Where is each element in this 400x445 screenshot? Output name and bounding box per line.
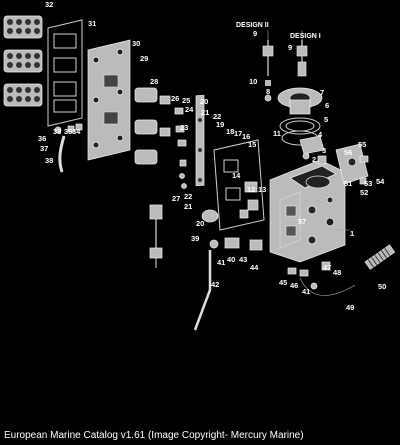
manifold-gasket (213, 139, 265, 231)
part-number: 25 (182, 96, 190, 105)
part-number: 47 (323, 263, 331, 272)
part-number: 53 (364, 179, 372, 188)
part-number: 23 (180, 123, 188, 132)
part-number: 37 (40, 144, 48, 153)
hose-assembly (299, 244, 396, 296)
part-number: 31 (88, 19, 96, 28)
part-number: 56 (344, 148, 352, 157)
part-number: 39 (191, 234, 199, 243)
part-number: 28 (150, 77, 158, 86)
part-number: 5 (324, 115, 328, 124)
part-number: 46 (290, 281, 298, 290)
part-number: 30 (132, 39, 140, 48)
part-number: 57 (298, 217, 306, 226)
design-1-label: DESIGN I (290, 33, 321, 40)
exhaust-elbow (277, 87, 323, 146)
part-number: 55 (358, 140, 366, 149)
sensor-design-2 (262, 40, 274, 102)
leader-lines (267, 30, 350, 231)
part-number: 21 (201, 108, 209, 117)
part-number: 4 (318, 130, 323, 139)
part-number: 7 (320, 88, 324, 97)
part-number: 36 (38, 134, 46, 143)
fastener-column (174, 107, 187, 189)
part-number: 1 (350, 229, 354, 238)
side-bracket (335, 143, 369, 185)
part-number: 41 (217, 258, 225, 267)
part-number: 52 (360, 188, 368, 197)
part-number: 41 (302, 287, 310, 296)
part-number: 22 (184, 192, 192, 201)
part-number: 15 (248, 140, 256, 149)
part-number: 9 (288, 43, 292, 52)
diagram-stage: DESIGN II DESIGN I 32 31 30 29 28 26 25 … (3, 0, 396, 331)
part-number: 33 (53, 127, 61, 136)
part-number: 54 (376, 177, 385, 186)
part-number: 45 (279, 278, 287, 287)
part-number: 24 (185, 105, 194, 114)
part-number: 32 (45, 0, 53, 9)
exploded-parts-diagram: DESIGN II DESIGN I 32 31 30 29 28 26 25 … (3, 0, 396, 331)
part-number: 16 (242, 132, 250, 141)
tube-bundle-group (3, 15, 43, 107)
part-number: 14 (232, 171, 241, 180)
part-number: 40 (227, 255, 235, 264)
part-number: 48 (333, 268, 341, 277)
part-number: 21 (184, 202, 192, 211)
left-hose (54, 123, 83, 173)
elbow-fittings (134, 87, 171, 165)
part-number: 12 (247, 185, 255, 194)
part-number: 43 (239, 255, 247, 264)
bracket-parts (239, 181, 259, 219)
part-number: 17 (234, 129, 242, 138)
part-number: 42 (211, 280, 219, 289)
part-number: 20 (200, 97, 208, 106)
design-2-label: DESIGN II (236, 22, 269, 29)
drain-hose (193, 237, 263, 331)
part-number: 8 (266, 87, 270, 96)
part-number: 22 (213, 112, 221, 121)
part-number-labels: 32 31 30 29 28 26 25 20 24 21 22 19 23 1… (38, 0, 386, 312)
part-number: 34 (72, 127, 81, 136)
part-number: 6 (325, 101, 329, 110)
part-number: 2 (312, 155, 316, 164)
part-number: 18 (226, 127, 234, 136)
part-number: 9 (253, 29, 257, 38)
thermostat-housing (201, 209, 219, 223)
lower-fittings (287, 261, 331, 290)
sending-unit (149, 204, 163, 268)
part-number: 49 (346, 303, 354, 312)
part-number: 20 (196, 219, 204, 228)
catalog-caption: European Marine Catalog v1.61 (Image Cop… (4, 430, 304, 441)
part-number: 35 (64, 127, 72, 136)
gasket-plate (47, 19, 83, 127)
part-number: 19 (216, 120, 224, 129)
part-number: 11 (273, 129, 281, 138)
mounting-rail (195, 94, 205, 187)
part-number: 50 (378, 282, 386, 291)
part-number: 26 (171, 94, 179, 103)
part-number: 10 (249, 77, 257, 86)
part-number: 38 (45, 156, 53, 165)
part-number: 27 (172, 194, 180, 203)
part-number: 13 (258, 185, 266, 194)
clamp-parts (299, 135, 327, 165)
sensor-design-1 (296, 40, 308, 77)
part-number: 3 (322, 146, 326, 155)
cover-plate (87, 39, 131, 161)
part-number: 29 (140, 54, 148, 63)
part-number: 44 (250, 263, 259, 272)
part-number: 51 (344, 179, 352, 188)
exhaust-manifold-body (269, 159, 346, 263)
